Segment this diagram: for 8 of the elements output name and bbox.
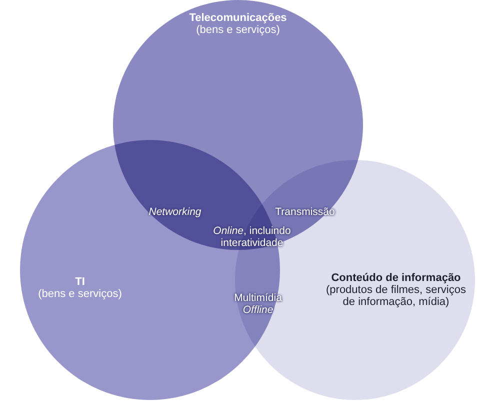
circle-heading: Telecomunicações	[188, 12, 288, 24]
overlap-label: Networking	[148, 206, 202, 218]
circle-description: (bens e serviços)	[37, 288, 123, 300]
circle-heading: Conteúdo de informação	[330, 272, 462, 284]
circle-description: (bens e serviços)	[195, 24, 281, 36]
circle-description: (produtos de filmes, serviços de informação, mídia)	[326, 284, 466, 308]
circle-heading: TI	[74, 276, 86, 288]
overlap-label: Online, incluindo interatividade	[212, 225, 292, 249]
